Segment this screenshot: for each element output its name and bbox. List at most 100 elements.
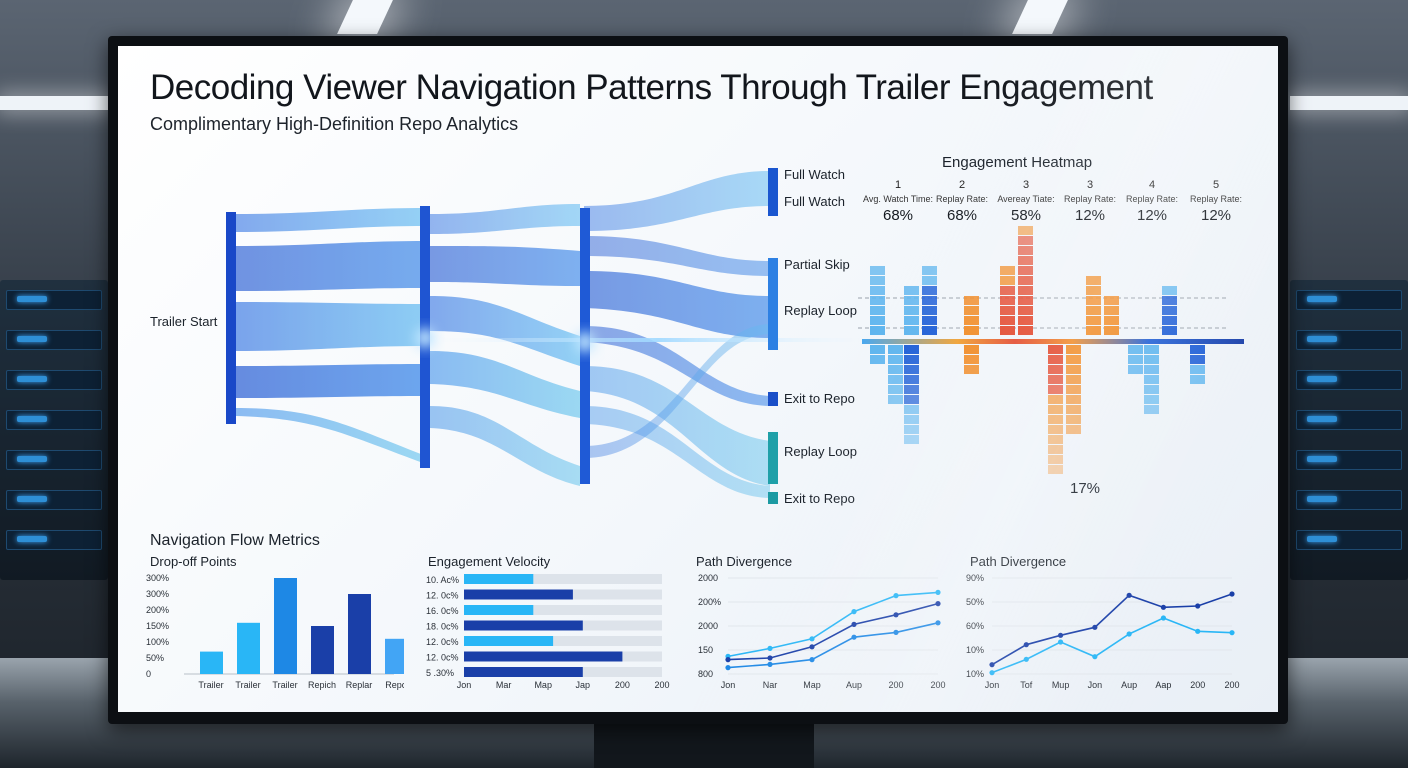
column-number: 3 [1086, 179, 1094, 191]
heatmap-cell [904, 415, 919, 424]
column-number: 1 [894, 179, 902, 191]
x-tick-label: Jon [457, 680, 472, 690]
column-value: 68% [946, 207, 978, 224]
bar [200, 651, 223, 674]
y-tick-label: 300% [146, 573, 169, 583]
heatmap-cell [1162, 286, 1177, 295]
data-point [851, 634, 857, 640]
heatmap-cell [1048, 355, 1063, 364]
y-tick-label: 12. 0c% [426, 653, 459, 663]
data-point [1195, 603, 1201, 609]
column-number: 2 [958, 179, 966, 191]
heatmap-cell [1048, 395, 1063, 404]
y-tick-label: 800 [698, 669, 713, 679]
y-tick-label: 2000 [698, 573, 718, 583]
data-point [1160, 604, 1167, 610]
data-point [1057, 639, 1064, 645]
heatmap-cell [1144, 405, 1159, 414]
data-point [1160, 615, 1167, 621]
bar [385, 638, 404, 674]
heatmap-cell [1086, 316, 1101, 325]
heatmap-cell [1000, 276, 1015, 285]
heatmap-cell [888, 355, 903, 364]
heatmap-cell [904, 326, 919, 335]
heatmap-cell [904, 405, 919, 414]
heatmap-cell [1162, 296, 1177, 305]
heatmap-column-header: 1 Avg. Watch Time: 68% [862, 179, 934, 224]
column-metric: Replay Rate: [1063, 194, 1117, 204]
heatmap-cell [888, 375, 903, 384]
column-value: 12% [1200, 207, 1232, 224]
y-tick-label: 0 [146, 669, 151, 679]
ceiling-bar [0, 96, 110, 110]
heatmap-column-header: 3 Replay Rate: 12% [1054, 179, 1126, 224]
heatmap-cell [1144, 355, 1159, 364]
heatmap-cell [904, 355, 919, 364]
bar [464, 589, 573, 600]
column-metric: Replay Rate: [935, 194, 989, 204]
heatmap-cell [1066, 355, 1081, 364]
heatmap-cell [904, 286, 919, 295]
x-tick-label: 200 [1224, 680, 1239, 690]
x-tick-label: Jap [576, 680, 591, 690]
heatmap-cell [1000, 326, 1015, 335]
flow-band [584, 406, 770, 498]
heatmap-cell [904, 306, 919, 315]
data-point [1023, 656, 1029, 662]
x-tick-label: 200 [930, 680, 945, 690]
heatmap-cell [904, 385, 919, 394]
heatmap-cell [1086, 296, 1101, 305]
y-tick-label: 2000 [698, 621, 718, 631]
x-tick-label: Mar [496, 680, 512, 690]
heatmap-cell [1104, 296, 1119, 305]
data-point [1195, 628, 1201, 634]
x-tick-label: Map [534, 680, 552, 690]
heatmap-cell [888, 365, 903, 374]
heatmap-cell [922, 326, 937, 335]
flow-band [430, 204, 580, 234]
heatmap-cell [870, 316, 885, 325]
heatmap-cell [964, 326, 979, 335]
heatmap-cell [1000, 316, 1015, 325]
heatmap-cell [922, 316, 937, 325]
flow-band [584, 171, 770, 231]
column-number: 5 [1212, 179, 1220, 191]
heatmap-cell [1190, 355, 1205, 364]
y-tick-label: 150 [698, 645, 713, 655]
heatmap-cell [1104, 316, 1119, 325]
heatmap-cell [904, 345, 919, 354]
data-point [989, 662, 995, 668]
sankey-diagram [226, 168, 898, 504]
heatmap-cell [1048, 345, 1063, 354]
chart-title: Engagement Velocity [428, 554, 551, 569]
flow-band [236, 408, 426, 464]
heatmap-cell [888, 385, 903, 394]
sankey-target-label: Exit to Repo [784, 491, 855, 506]
flow-band [430, 296, 580, 366]
column-value: 68% [882, 207, 914, 224]
column-metric: Avereay Tiate: [997, 194, 1055, 204]
data-point [935, 589, 941, 595]
heatmap-cell [1018, 246, 1033, 255]
chart-title: Path Divergence [970, 554, 1067, 569]
heatmap-cell [1018, 306, 1033, 315]
heatmap-cell [1128, 355, 1143, 364]
y-tick-label: 10. Ac% [426, 575, 459, 585]
bar [348, 594, 371, 674]
heatmap-cell [1104, 306, 1119, 315]
x-tick-label: Jon [721, 680, 736, 690]
data-point [809, 644, 815, 650]
flow-band [584, 326, 770, 406]
data-point [809, 657, 815, 663]
y-tick-label: 90% [966, 573, 984, 583]
data-point [851, 609, 857, 615]
data-point [1229, 591, 1235, 597]
bar-track [464, 574, 662, 584]
heatmap-cell [964, 365, 979, 374]
column-metric: Replay Rate: [1189, 194, 1243, 204]
x-tick-label: Tof [1020, 680, 1033, 690]
bar [464, 636, 554, 646]
heatmap-cell [1066, 395, 1081, 404]
heatmap-cell [888, 395, 903, 404]
